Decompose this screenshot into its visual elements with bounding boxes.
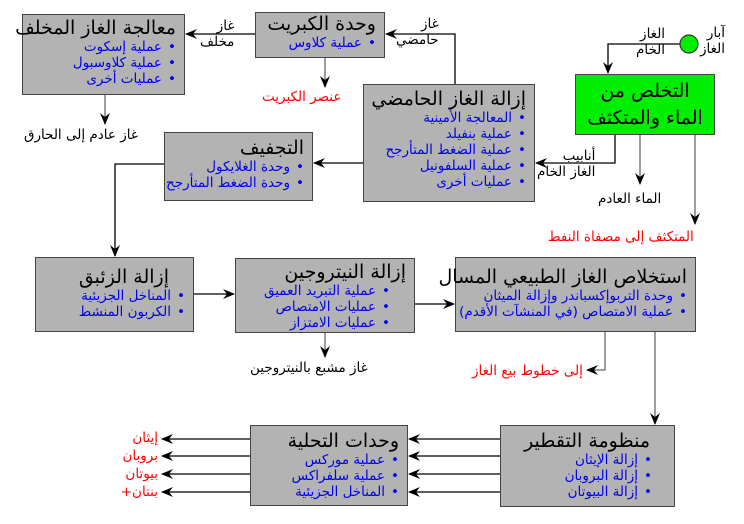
arrow-to-mercury	[110, 163, 164, 257]
acid-gas-removal-box: إزالة الغاز الحامضي المعالجة الأمينيةعمل…	[363, 84, 535, 202]
arrow-pipeline	[535, 134, 616, 168]
condensate-removal-box: التخلص من الماء والمتكثف	[575, 74, 715, 135]
nitrogen-gas-label: غاز مشبع بالنيتروجين	[250, 360, 368, 376]
mercury-removal-box: إزالة الزئبق المناخل الجزيئيةالكربون الم…	[35, 257, 194, 332]
product-butane: بيوتان	[125, 466, 158, 482]
gas-wells-node	[679, 34, 699, 54]
product-ethane: إيثان	[132, 430, 158, 446]
tail-gas-treatment-box: معالجة الغاز المخلف عملية إسكوتعملية كلا…	[15, 14, 185, 95]
ngl-recovery-box: استخلاص الغاز الطبيعي المسال وحدة التربو…	[438, 257, 696, 332]
sweetening-box: وحدات التحلية عملية موركسعملية سلفراكسال…	[250, 425, 408, 506]
sulfur-unit-box: وحدة الكبريت عملية كلاوس	[255, 12, 385, 58]
product-pentane-plus: بنتان+	[120, 484, 158, 500]
fractionation-box: منظومة التقطير إزالة الإيثانإزالة البروب…	[500, 425, 675, 507]
condensate-output-label: المتكثف إلى مصفاة النفط	[548, 229, 694, 245]
nitrogen-rejection-box: إزالة النيتروجين عملية التبريد العميقعمل…	[235, 258, 415, 333]
waste-water-label: الماء العادم	[598, 191, 662, 207]
arrow-sales-gas	[586, 331, 606, 375]
sulfur-output-label: عنصر الكبريت	[262, 89, 342, 105]
arrow-acid-gas	[385, 29, 456, 84]
product-propane: بروبان	[122, 448, 158, 464]
arrow-raw-gas	[603, 43, 680, 74]
sales-gas-label: إلى خطوط بيع الغاز	[472, 363, 583, 379]
dehydration-box: التجفيف وحدة الغلايكولوحدة الضغط المتأرج…	[164, 132, 313, 201]
flare-gas-label: غاز عادم إلى الحارق	[24, 127, 138, 143]
